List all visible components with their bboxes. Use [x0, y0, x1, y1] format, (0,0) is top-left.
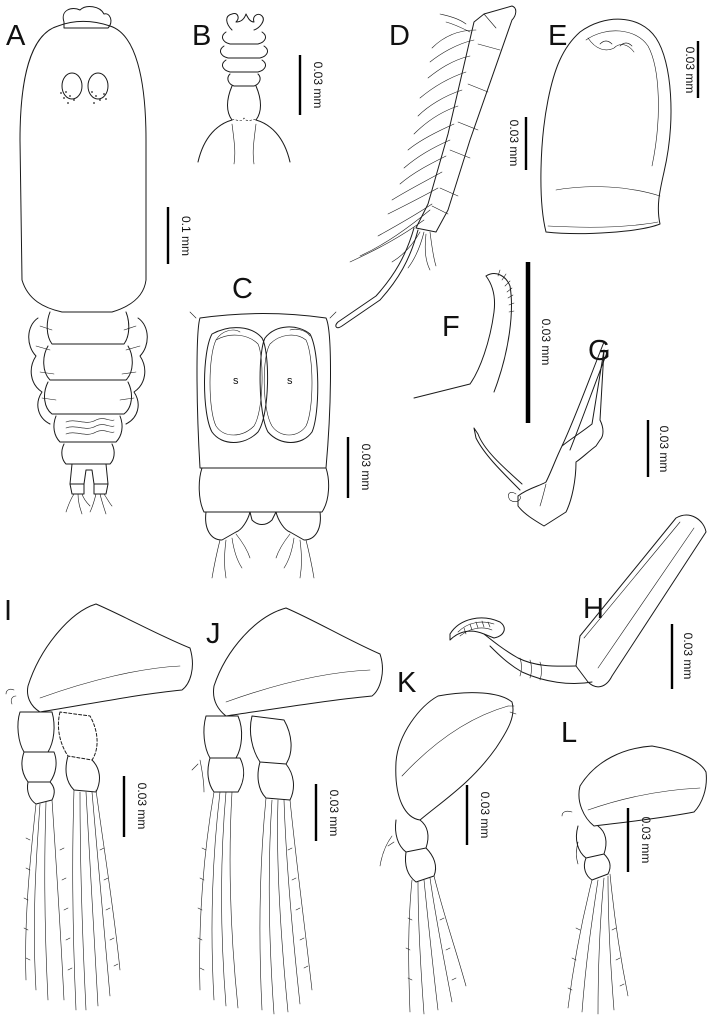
panel-label-e: E: [548, 20, 567, 52]
panel-f: F 0.03 mm: [413, 262, 553, 423]
panel-j: J 0.03 mm: [191, 607, 383, 1015]
panel-i: I 0.03 mm: [4, 595, 193, 1011]
panel-label-h: H: [583, 593, 604, 625]
scale-label-d: 0.03 mm: [507, 120, 521, 167]
leg-i-drawing: [5, 603, 193, 1011]
scale-label-e: 0.03 mm: [683, 47, 697, 94]
spermatheca-mark-2: s: [287, 375, 293, 387]
panel-g: G 0.03 mm: [473, 335, 671, 527]
scale-label-j: 0.03 mm: [327, 790, 341, 837]
scale-label-g: 0.03 mm: [657, 426, 671, 473]
leg-l-drawing: [561, 745, 707, 1015]
panel-label-k: K: [397, 667, 417, 699]
urosome-ventral-drawing: [189, 311, 337, 579]
panel-k: K 0.03 mm: [379, 667, 517, 1015]
panel-label-f: F: [442, 311, 460, 343]
panel-e: E 0.03 mm: [540, 18, 700, 235]
panel-label-a: A: [6, 20, 26, 52]
scale-label-c: 0.03 mm: [359, 444, 373, 491]
habitus-drawing: [19, 6, 148, 515]
rostrum-drawing: [197, 13, 291, 165]
panel-d: D 0.03 mm: [335, 5, 528, 329]
leg-j-drawing: [191, 607, 383, 1015]
scale-label-i: 0.03 mm: [135, 783, 149, 830]
scale-label-h: 0.03 mm: [681, 633, 695, 680]
panel-label-l: L: [561, 717, 577, 749]
panel-label-b: B: [192, 20, 211, 52]
claw-drawing: [413, 269, 515, 399]
panel-l: L 0.03 mm: [561, 717, 707, 1015]
scale-label-k: 0.03 mm: [478, 792, 492, 839]
segment-e-drawing: [540, 18, 672, 235]
panel-label-j: J: [206, 618, 221, 650]
panel-a: A: [6, 6, 193, 515]
panel-label-d: D: [389, 20, 410, 52]
panel-h: H 0.03 mm: [449, 514, 707, 689]
maxilliped-drawing: [449, 514, 707, 688]
appendage-g-drawing: [473, 341, 609, 527]
scale-label-l: 0.03 mm: [639, 817, 653, 864]
panel-c: C s s 0.03 mm: [189, 273, 373, 579]
scale-label-b: 0.03 mm: [311, 62, 325, 109]
leg-k-drawing: [379, 692, 517, 1015]
scale-label-f: 0.03 mm: [539, 319, 553, 366]
antennule-drawing: [335, 5, 517, 329]
scale-label-a: 0.1 mm: [179, 216, 193, 256]
panel-b: B 0.03 mm: [192, 13, 325, 165]
panel-label-i: I: [4, 595, 12, 627]
panel-label-c: C: [232, 273, 253, 305]
spermatheca-mark-1: s: [233, 375, 239, 387]
